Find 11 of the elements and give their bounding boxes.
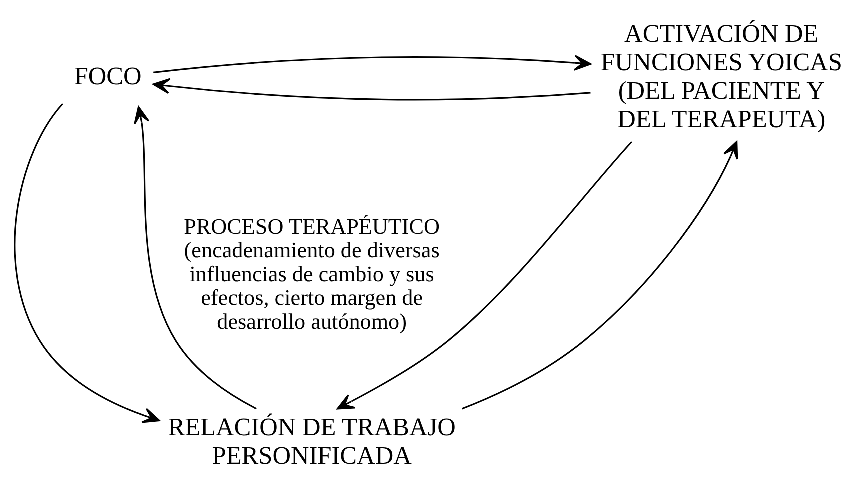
label: (encadenamiento de diversas influencias de cambio y sus efectos, cierto margen de desarrollo autónomo) <box>184 238 440 334</box>
arrow <box>134 106 257 410</box>
arrow <box>152 78 591 101</box>
arrow <box>14 104 160 424</box>
node-text: ACTIVACIÓN DE FUNCIONES YOICAS (DEL PACIENTE Y DEL TERAPEUTA) <box>600 20 842 134</box>
label: PROCESO TERAPÉUTICO <box>184 214 440 239</box>
arrow <box>154 55 592 74</box>
arrow <box>336 141 632 410</box>
node-text: RELACIÓN DE TRABAJO PERSONIFICADA <box>168 414 456 470</box>
arrow <box>462 141 738 410</box>
node-text: FOCO <box>74 62 142 91</box>
